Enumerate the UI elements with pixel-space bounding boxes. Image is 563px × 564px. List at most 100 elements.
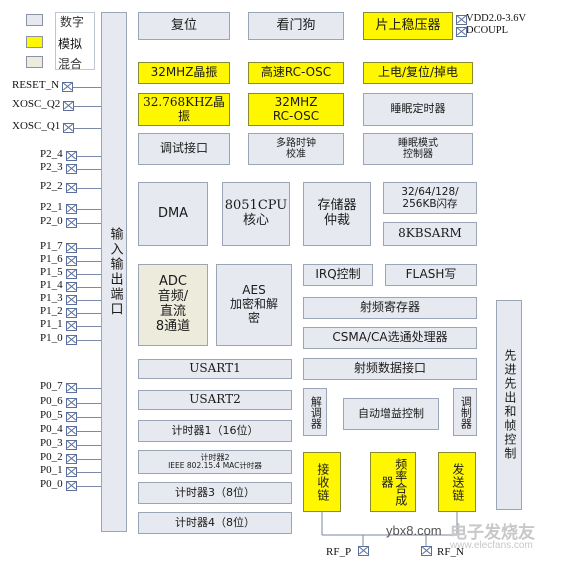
pin-label: P1_1 bbox=[40, 318, 63, 330]
pin-marker bbox=[66, 321, 77, 331]
pin-label: P2_4 bbox=[40, 148, 63, 160]
csma-block: CSMA/CA选通处理器 bbox=[303, 327, 477, 349]
debug-block: 调试接口 bbox=[138, 133, 230, 165]
timer2-block: 计时器2 IEEE 802.15.4 MAC计时器 bbox=[138, 450, 292, 474]
regulator-label: 片上稳压器 bbox=[375, 17, 441, 33]
pin-marker bbox=[66, 204, 77, 214]
pin-label: P0_1 bbox=[40, 464, 63, 476]
watermark-brand: 电子发烧友 bbox=[450, 523, 535, 542]
pin-label: P1_3 bbox=[40, 292, 63, 304]
fifo-frame-ctrl-block: 先进先出和帧控制 bbox=[496, 300, 522, 510]
pin-connector bbox=[77, 445, 101, 446]
regulator-block: 片上稳压器 bbox=[363, 12, 453, 40]
mem-arbiter-label-1: 存储器 bbox=[317, 198, 357, 214]
mem-arbiter-label-2: 仲裁 bbox=[323, 213, 350, 228]
pin-label: P2_2 bbox=[40, 180, 63, 192]
pin-marker bbox=[66, 243, 77, 253]
mod-block: 调制器 bbox=[453, 388, 477, 436]
timer3-block: 计时器3（8位） bbox=[138, 482, 292, 504]
pin-marker bbox=[66, 481, 77, 491]
usart1-block: USART1 bbox=[138, 359, 292, 379]
pin-label: P1_4 bbox=[40, 279, 63, 291]
rf-p-label: RF_P bbox=[326, 546, 352, 558]
rf-p-pin bbox=[358, 546, 369, 556]
timer4-label: 计时器4（8位） bbox=[175, 515, 255, 529]
tx-chain-label: 发送链 bbox=[450, 462, 465, 502]
vdd-pin bbox=[456, 15, 467, 25]
rf-n-pin bbox=[421, 546, 432, 556]
usart2-label: USART2 bbox=[189, 392, 241, 407]
agc-label: 自动增益控制 bbox=[358, 406, 424, 420]
pin-label: P1_7 bbox=[40, 240, 63, 252]
pin-connector bbox=[73, 87, 101, 88]
adc-label-3: 直流 bbox=[159, 304, 186, 319]
sram-block: 8KBSARM bbox=[383, 222, 477, 246]
clock-block: 多路时钟 校准 bbox=[248, 133, 344, 165]
pin-marker bbox=[66, 256, 77, 266]
mod-label: 调制器 bbox=[459, 395, 473, 429]
pin-connector bbox=[77, 472, 101, 473]
pin-connector bbox=[77, 274, 101, 275]
adc-block: ADC 音频/ 直流 8通道 bbox=[138, 264, 208, 346]
pin-connector bbox=[77, 209, 101, 210]
aes-block: AES 加密和解 密 bbox=[216, 264, 292, 346]
pin-connector bbox=[77, 248, 101, 249]
aes-label-3: 密 bbox=[247, 310, 260, 325]
pin-label: P0_3 bbox=[40, 437, 63, 449]
sleep-ctrl-label-1: 睡眠模式 bbox=[398, 137, 438, 149]
flash-write-block: FLASH写 bbox=[385, 264, 477, 286]
fifo-frame-ctrl-label: 先进先出和帧控制 bbox=[502, 349, 517, 461]
irq-label: IRQ控制 bbox=[315, 267, 361, 282]
pin-marker bbox=[66, 269, 77, 279]
cpu-label-2: 核心 bbox=[242, 213, 269, 228]
agc-block: 自动增益控制 bbox=[343, 398, 439, 430]
adc-label-2: 音频/ bbox=[157, 289, 189, 305]
pin-connector bbox=[77, 169, 101, 170]
pin-label: P2_0 bbox=[40, 215, 63, 227]
osc32m-block: 32MHZ晶振 bbox=[138, 62, 230, 84]
pin-marker bbox=[66, 398, 77, 408]
usart2-block: USART2 bbox=[138, 390, 292, 410]
rf-interface-label: 射频数据接口 bbox=[353, 361, 426, 376]
osc32k-label-1: 32.768KHZ晶 bbox=[143, 94, 225, 109]
pin-connector bbox=[77, 156, 101, 157]
pin-label: P1_5 bbox=[40, 266, 63, 278]
pin-connector bbox=[77, 417, 101, 418]
legend-mixed-label: 混合 bbox=[58, 57, 83, 71]
rcosc32k-label-1: 32MHZ bbox=[274, 94, 318, 109]
pin-label: P1_0 bbox=[40, 332, 63, 344]
pin-label: P1_6 bbox=[40, 253, 63, 265]
timer4-block: 计时器4（8位） bbox=[138, 512, 292, 534]
rf-n-label: RF_N bbox=[437, 546, 464, 558]
pin-marker bbox=[66, 454, 77, 464]
synth-label: 频率合成器 bbox=[380, 458, 408, 506]
pin-connector bbox=[77, 223, 101, 224]
aes-label-1: AES bbox=[242, 283, 266, 298]
cpu-label-1: 8051CPU bbox=[224, 198, 288, 214]
flash-block: 32/64/128/ 256KB闪存 bbox=[383, 182, 477, 214]
pin-label: XOSC_Q1 bbox=[12, 120, 61, 132]
pin-label: P0_5 bbox=[40, 409, 63, 421]
pin-connector bbox=[77, 459, 101, 460]
pin-marker bbox=[66, 426, 77, 436]
radio-reg-label: 射频寄存器 bbox=[359, 300, 420, 315]
pin-label: P0_4 bbox=[40, 423, 63, 435]
clock-label-2: 校准 bbox=[286, 149, 306, 160]
pin-marker bbox=[66, 335, 77, 345]
watermark-site: ybx8.com bbox=[386, 523, 442, 538]
pin-connector bbox=[77, 313, 101, 314]
rcosc-hs-label: 高速RC-OSC bbox=[260, 65, 332, 80]
flash-write-label: FLASH写 bbox=[405, 267, 457, 282]
pin-connector bbox=[77, 431, 101, 432]
pin-connector bbox=[77, 261, 101, 262]
timer2-label-1: 计时器2 bbox=[200, 453, 230, 463]
pin-connector bbox=[77, 388, 101, 389]
pin-connector bbox=[77, 486, 101, 487]
dcoupl-pin bbox=[456, 27, 467, 37]
pin-connector bbox=[77, 340, 101, 341]
pin-label: P0_0 bbox=[40, 478, 63, 490]
pin-label: P0_2 bbox=[40, 451, 63, 463]
pin-label: P0_6 bbox=[40, 395, 63, 407]
radio-reg-block: 射频寄存器 bbox=[303, 297, 477, 319]
pin-label: XOSC_Q2 bbox=[12, 98, 61, 110]
